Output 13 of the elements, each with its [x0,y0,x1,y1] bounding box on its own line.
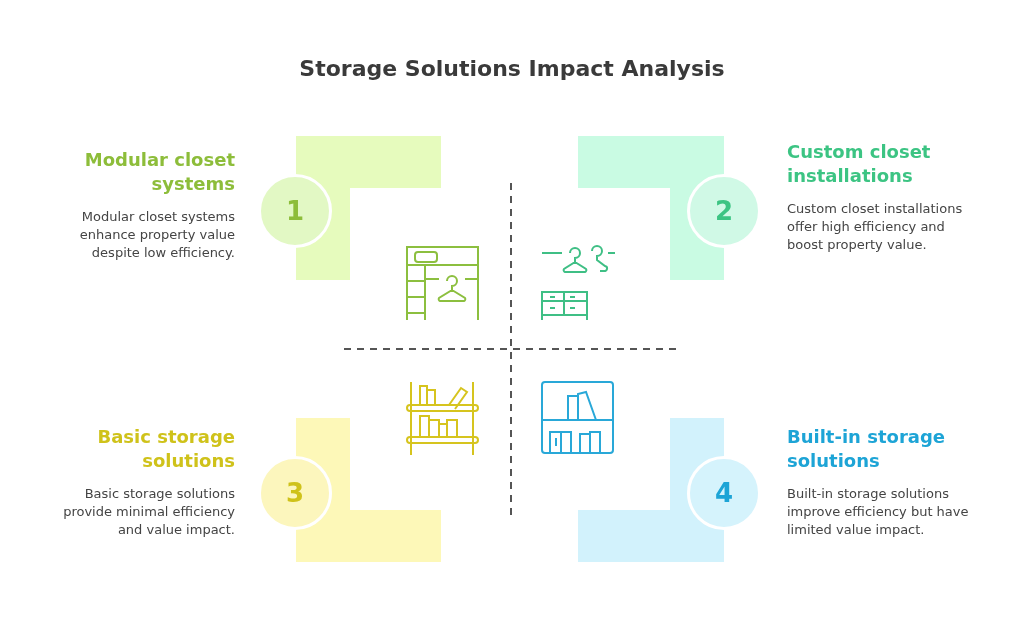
quadrant-description: Modular closet systems enhance property value despite low efficiency. [78,208,235,262]
step-number: 3 [285,478,305,508]
quadrant-heading: Custom closet installations [787,140,932,188]
step-number: 1 [285,196,305,226]
quadrant-description: Custom closet installations offer high efficiency and boost property value. [787,200,964,254]
diagram-title: Storage Solutions Impact Analysis [298,56,726,81]
quadrant-description: Basic storage solutions provide minimal efficiency and value impact. [62,485,235,539]
quadrant-heading: Basic storage solutions [96,425,235,473]
step-number: 2 [714,196,734,226]
quadrant-heading: Modular closet systems [83,148,235,196]
quadrant-description: Built-in storage solutions improve efficiency but have limited value impact. [787,485,970,539]
quadrant-heading: Built-in storage solutions [787,425,946,473]
step-number: 4 [714,478,734,508]
